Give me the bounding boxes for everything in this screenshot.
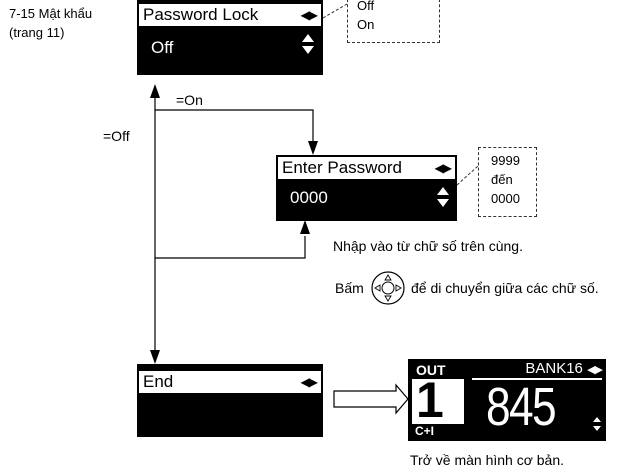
left-right-icon: ◀▶ [300, 8, 318, 22]
end-title: End [143, 372, 174, 391]
leader-range [456, 165, 479, 186]
leader-options [322, 3, 348, 19]
password-lock-title-bar: Password Lock ◀▶ [139, 4, 321, 26]
on-arrowhead [308, 141, 318, 155]
range-to: đến [491, 172, 513, 187]
basic-screen: OUT 1 C+I BANK16 ◀▶ 845 [408, 359, 606, 441]
password-lock-value: Off [151, 38, 174, 57]
note-move-before: Bấm [335, 280, 364, 296]
up-arrowhead [150, 84, 160, 98]
password-range-box: 9999 đến 0000 [478, 147, 537, 217]
note-move-after: để di chuyển giữa các chữ số. [411, 280, 599, 296]
password-lock-title: Password Lock [143, 5, 259, 24]
on-branch-line [155, 109, 314, 145]
out-label: OUT [412, 362, 464, 379]
up-down-icon [437, 187, 449, 207]
note-input-order: Nhập vào từ chữ số trên cùng. [333, 238, 523, 254]
left-right-icon: ◀▶ [434, 161, 452, 175]
left-right-icon: ◀▶ [587, 364, 603, 376]
measured-value: 845 [486, 377, 557, 437]
mode-label: C+I [412, 424, 464, 438]
enter-password-title: Enter Password [282, 158, 402, 177]
range-min: 0000 [491, 191, 520, 206]
reference-text: 7-15 Mật khẩu (trang 11) [9, 4, 92, 42]
up-down-icon [302, 34, 314, 54]
down-arrowhead-end [150, 350, 160, 364]
branch-on-label: =On [176, 92, 203, 108]
channel-panel: OUT 1 C+I [412, 362, 464, 438]
reference-line-1: 7-15 Mật khẩu [9, 6, 93, 21]
reference-line-2: (trang 11) [9, 25, 65, 40]
bank-label: BANK16 [525, 360, 583, 377]
enter-password-title-bar: Enter Password ◀▶ [278, 157, 455, 179]
up-down-icon [593, 417, 601, 431]
note-return: Trở về màn hình cơ bản. [410, 452, 565, 468]
enter-password-screen: Enter Password ◀▶ 0000 [276, 155, 457, 221]
option-off: Off [357, 0, 375, 13]
lock-options-box: Off On [347, 0, 440, 43]
branch-off-label: =Off [103, 128, 130, 144]
end-screen: End ◀▶ [137, 364, 323, 437]
navigation-dial-icon [371, 271, 405, 305]
return-line [155, 236, 306, 259]
enter-password-value: 0000 [290, 188, 328, 207]
left-right-icon: ◀▶ [300, 375, 318, 389]
bank-header: BANK16 ◀▶ [472, 360, 603, 380]
return-arrowhead [300, 220, 310, 234]
channel-number: 1 [416, 372, 444, 428]
option-on: On [357, 17, 375, 32]
password-lock-screen: Password Lock ◀▶ Off [137, 0, 323, 75]
to-basic-arrow [333, 383, 409, 415]
range-max: 9999 [491, 153, 520, 168]
end-title-bar: End ◀▶ [139, 371, 321, 393]
